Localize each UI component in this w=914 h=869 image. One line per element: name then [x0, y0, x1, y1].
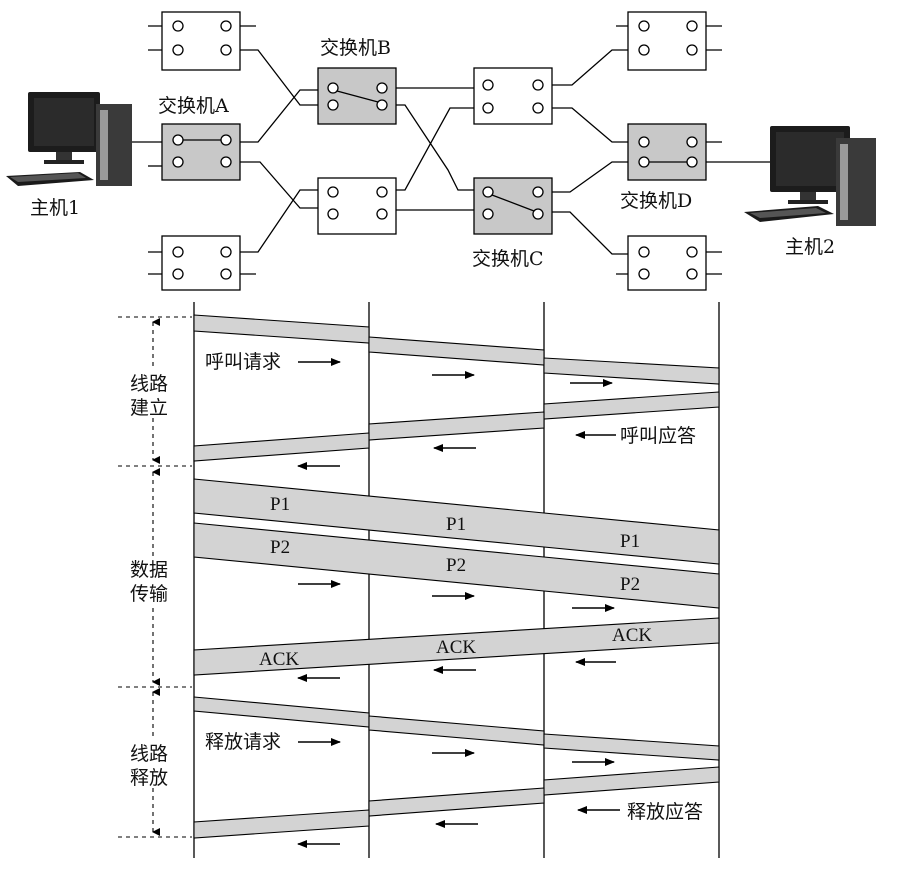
host1-label: 主机1: [30, 197, 80, 219]
label-ack-a: ACK: [259, 649, 299, 670]
band-call-request-3: [543, 357, 720, 385]
switch-a-label: 交换机A: [158, 95, 229, 117]
switch-node-center-bottom: [317, 177, 397, 235]
label-release-answer: 释放应答: [627, 801, 703, 823]
switch-node-right-top: [627, 11, 707, 71]
label-p2-c: P2: [620, 574, 640, 595]
host1-computer-icon: [6, 92, 132, 186]
label-p1-b: P1: [446, 514, 466, 535]
phase-transfer-line1: 数据: [130, 559, 168, 581]
phase-transfer-line2: 传输: [130, 583, 168, 605]
band-release-request-3: [543, 733, 720, 761]
phase-setup-line2: 建立: [130, 397, 168, 419]
label-call-request: 呼叫请求: [205, 351, 281, 373]
switch-d: [627, 123, 707, 181]
label-p1-a: P1: [270, 494, 290, 515]
switch-b-label: 交换机B: [320, 37, 391, 59]
band-release-answer-1: [543, 766, 720, 796]
band-call-answer-1: [543, 391, 720, 420]
network-topology: [132, 11, 780, 291]
band-packet-p2: [193, 522, 720, 609]
switch-node-center-top: [473, 67, 553, 125]
switch-node-left-top: [161, 11, 241, 71]
label-p1-c: P1: [620, 531, 640, 552]
band-call-request-1: [193, 314, 370, 344]
timing-diagram: 线路 建立 数据 传输 线路 释放: [118, 302, 720, 858]
switch-node-right-bottom: [627, 235, 707, 291]
switch-b: [317, 67, 397, 125]
label-p2-a: P2: [270, 537, 290, 558]
switch-c-label: 交换机C: [472, 248, 544, 270]
band-release-request-2: [368, 715, 545, 746]
band-release-answer-3: [193, 809, 370, 839]
network-links: [132, 25, 780, 275]
switch-c: [473, 177, 553, 235]
band-packet-p1: [193, 478, 720, 565]
phase-setup-line1: 线路: [130, 373, 168, 395]
switch-node-left-bottom: [161, 235, 241, 291]
label-call-answer: 呼叫应答: [620, 425, 696, 447]
host2-computer-icon: [744, 126, 876, 226]
phase-release-line2: 释放: [130, 767, 168, 789]
band-call-request-2: [368, 336, 545, 366]
label-p2-b: P2: [446, 555, 466, 576]
band-call-answer-3: [193, 432, 370, 462]
band-release-request-1: [193, 696, 370, 728]
label-release-request: 释放请求: [205, 731, 281, 753]
label-ack-c: ACK: [612, 625, 652, 646]
band-release-answer-2: [368, 787, 545, 817]
switch-d-label: 交换机D: [620, 190, 692, 212]
label-ack-b: ACK: [436, 637, 476, 658]
band-call-answer-2: [368, 411, 545, 441]
band-packet-ack: [193, 617, 720, 676]
switch-a: [161, 123, 241, 181]
host2-label: 主机2: [785, 236, 835, 258]
phase-release-line1: 线路: [130, 743, 168, 765]
